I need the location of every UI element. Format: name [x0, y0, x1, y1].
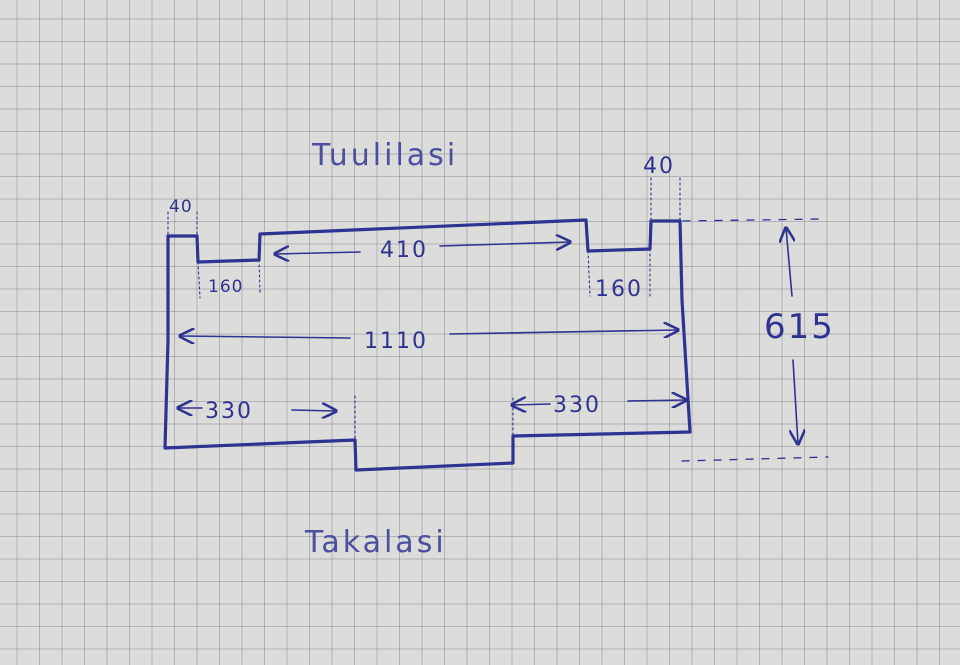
height-arrow-up: [786, 228, 792, 297]
step-left-tick: [197, 261, 201, 299]
top-span-arrow-right: [439, 242, 570, 246]
height-arrow-down: [793, 359, 798, 444]
top-span-label: 410: [380, 238, 428, 263]
bottom-right-arrow-left: [512, 404, 551, 405]
step-right-label: 160: [595, 277, 643, 302]
bottom-left-arrow-right: [291, 410, 336, 411]
top-span-arrow-left: [275, 252, 361, 254]
front-glass-title: Tuulilasi: [311, 138, 458, 173]
height-guide-top: [682, 218, 823, 222]
step-left-tick-2: [258, 259, 261, 293]
bottom-left-label: 330: [205, 399, 253, 424]
height-label: 615: [764, 307, 835, 347]
rear-glass-title: Takalasi: [304, 525, 447, 560]
bottom-right-arrow-right: [627, 400, 686, 401]
total-width-label: 1110: [364, 329, 428, 354]
step-left-label: 160: [208, 277, 243, 297]
total-width-arrow-right: [449, 330, 678, 334]
notch-right-width-label: 40: [643, 154, 675, 179]
step-right-tick: [587, 250, 591, 297]
bottom-right-label: 330: [553, 393, 601, 418]
total-width-arrow-left: [180, 336, 351, 338]
notch-left-width-label: 40: [169, 197, 193, 217]
height-guide-bottom: [681, 456, 829, 462]
